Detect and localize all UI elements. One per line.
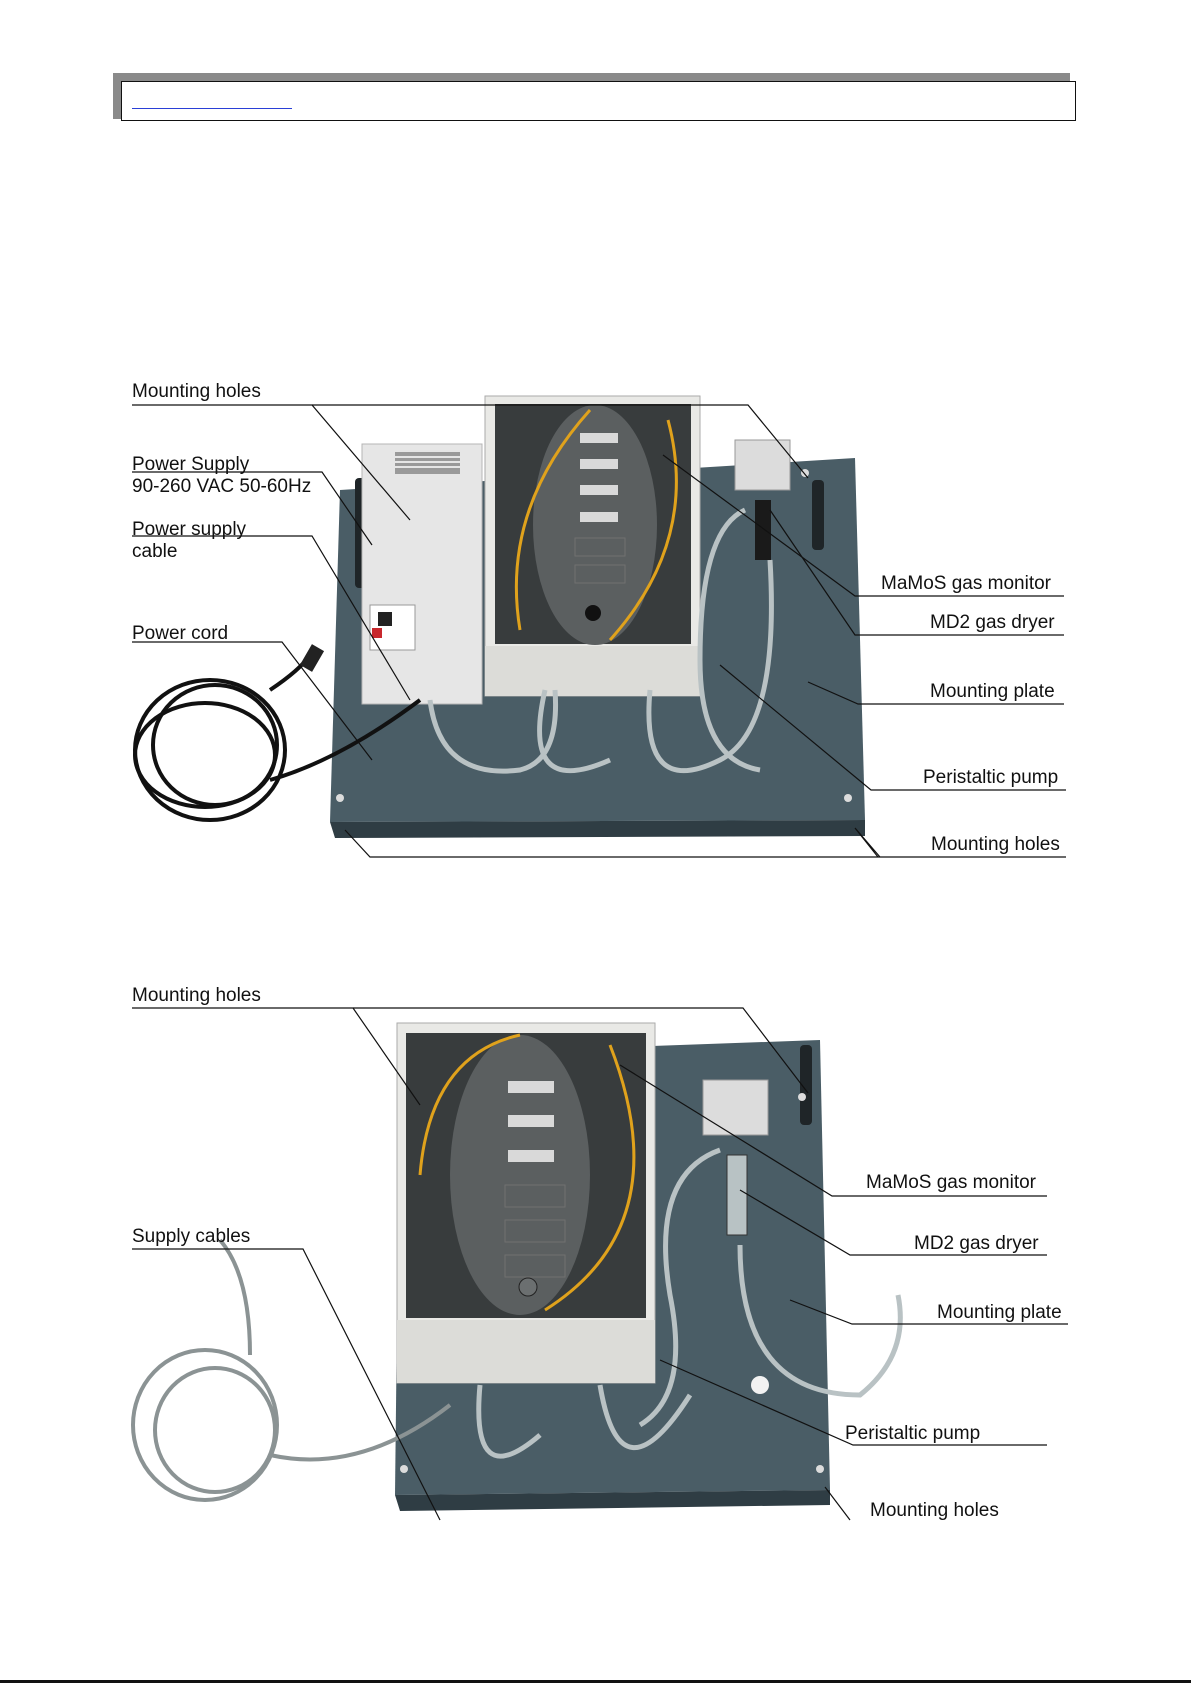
mounting-plate-edge — [330, 820, 865, 838]
label-power-supply-voltage: 90-260 VAC 50-60Hz — [132, 476, 311, 498]
gas-dryer-box — [735, 440, 790, 490]
label-supply-cables: Supply cables — [132, 1226, 250, 1248]
label-power-supply-cable-2: cable — [132, 541, 177, 563]
figure-supply-cables-version: Mounting holes Supply cables MaMoS gas m… — [0, 975, 1191, 1535]
label-gas-dryer-2: MD2 gas dryer — [914, 1233, 1039, 1255]
label-gas-monitor-2: MaMoS gas monitor — [866, 1172, 1036, 1194]
breaker-indicator — [372, 628, 382, 638]
header-shadow-left — [113, 73, 121, 119]
section-header — [121, 81, 1076, 121]
label-mounting-holes-bottom: Mounting holes — [931, 834, 1060, 856]
breaker-switch — [378, 612, 392, 626]
label-mounting-plate-2: Mounting plate — [937, 1302, 1062, 1324]
key-switch — [585, 605, 601, 621]
label-power-cord: Power cord — [132, 623, 228, 645]
header-shadow — [113, 73, 1070, 81]
plate-cutout — [751, 1376, 769, 1394]
mounting-hole-2-2 — [400, 1465, 408, 1473]
panel-ellipse-2 — [450, 1035, 590, 1315]
power-plug — [300, 644, 324, 672]
mounting-hole-2 — [336, 794, 344, 802]
label-mounting-holes-top: Mounting holes — [132, 381, 261, 403]
power-supply-box — [362, 444, 482, 704]
mounting-hole-2-1 — [798, 1093, 806, 1101]
header-link[interactable] — [132, 92, 292, 109]
label-mounting-holes-bottom-2: Mounting holes — [870, 1500, 999, 1522]
label-peristaltic-pump-2: Peristaltic pump — [845, 1423, 980, 1445]
label-gas-monitor: MaMoS gas monitor — [881, 573, 1051, 595]
mounting-hole-2-3 — [816, 1465, 824, 1473]
gas-dryer-cylinder — [755, 500, 771, 560]
enclosure-base-2 — [397, 1320, 655, 1383]
figure2-photo — [0, 975, 1191, 1535]
gas-dryer-box-2 — [703, 1080, 768, 1135]
bracket-right — [812, 480, 824, 550]
mounting-hole-3 — [844, 794, 852, 802]
gas-dryer-cylinder-2 — [727, 1155, 747, 1235]
label-mounting-plate: Mounting plate — [930, 681, 1055, 703]
footer-rule — [0, 1680, 1191, 1683]
label-gas-dryer: MD2 gas dryer — [930, 612, 1055, 634]
figure-power-supply-version: Mounting holes Power Supply 90-260 VAC 5… — [0, 360, 1191, 870]
enclosure-base — [485, 646, 700, 696]
key-switch-2 — [519, 1278, 537, 1296]
label-power-supply-cable: Power supply — [132, 519, 246, 541]
label-power-supply: Power Supply — [132, 454, 249, 476]
label-mounting-holes-top-2: Mounting holes — [132, 985, 261, 1007]
label-peristaltic-pump: Peristaltic pump — [923, 767, 1058, 789]
